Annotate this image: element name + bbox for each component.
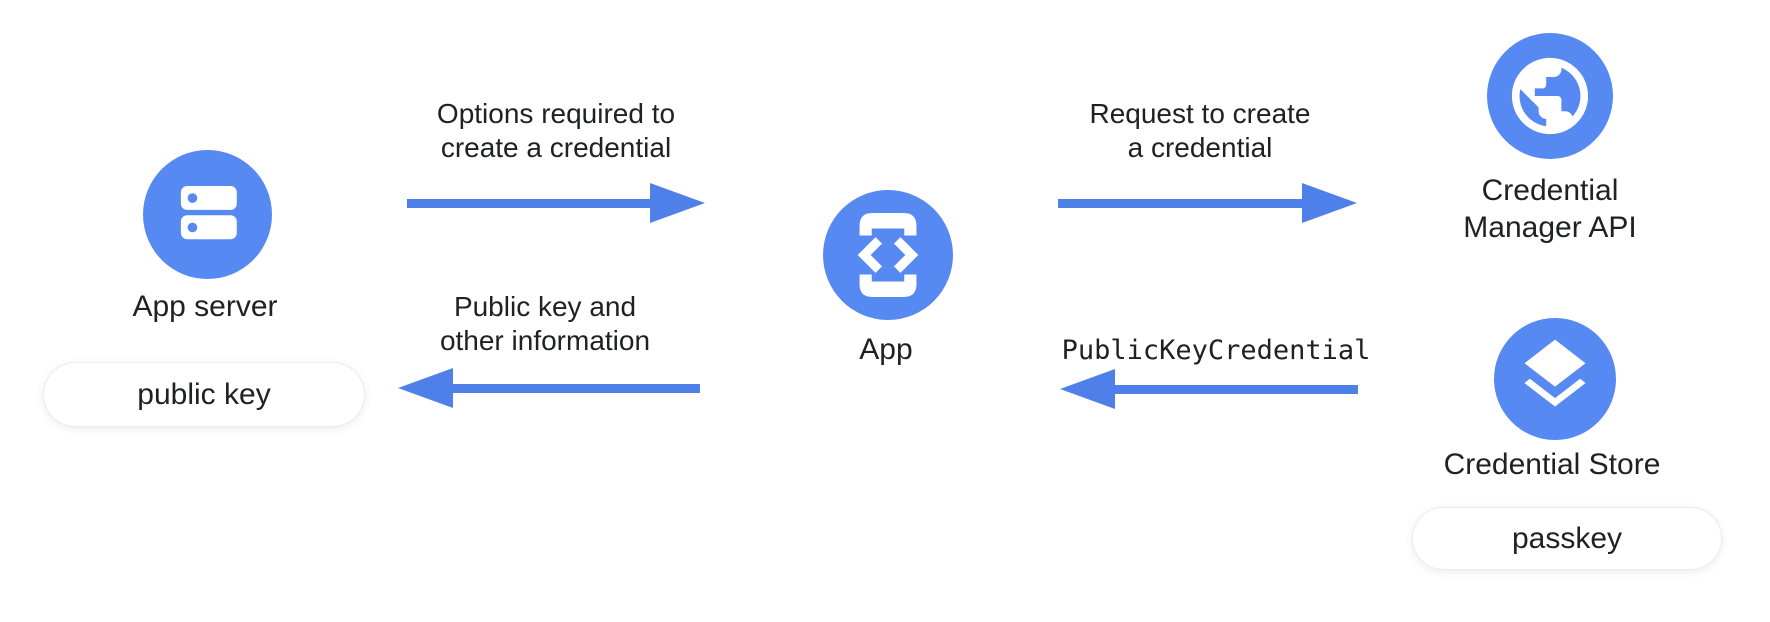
arrow-head-left-icon: [398, 368, 453, 408]
public-key-badge-label: public key: [137, 377, 271, 411]
arrow-head-left-icon: [1060, 369, 1115, 409]
layers-icon: [1494, 318, 1616, 440]
passkey-badge: passkey: [1412, 507, 1722, 570]
arrow-right-options: [407, 183, 705, 223]
public-key-badge: public key: [43, 362, 365, 427]
server-icon: [143, 150, 272, 279]
arrow-shaft: [407, 198, 650, 208]
arrow-left-public-key-info: [398, 368, 700, 408]
arrow-shaft: [1058, 198, 1302, 208]
credential-store-label: Credential Store: [1443, 448, 1661, 481]
phone-code-icon: [823, 190, 953, 320]
arrow-right-request: [1058, 183, 1357, 223]
arrow-head-right-icon: [650, 183, 705, 223]
app-label: App: [859, 333, 913, 366]
app-server-label: App server: [132, 290, 278, 323]
globe-icon: [1487, 33, 1613, 159]
arrow-left-publickeycredential: [1060, 369, 1358, 409]
passkey-badge-label: passkey: [1511, 521, 1623, 555]
publickeycredential-arrow-label: PublicKeyCredential: [1061, 335, 1371, 366]
arrow-shaft: [1115, 384, 1358, 394]
arrow-shaft: [453, 383, 700, 393]
arrow-head-right-icon: [1302, 183, 1357, 223]
